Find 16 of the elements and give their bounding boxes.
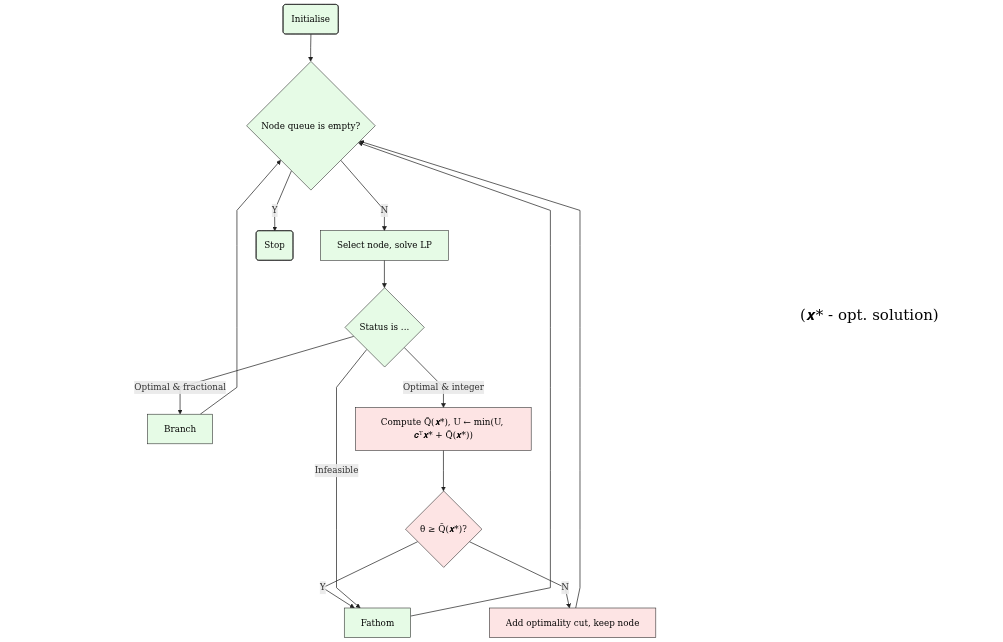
node-diamond: θ ≥ Q̃(𝒙*)? — [405, 490, 483, 568]
node-box: Add optimality cut, keep node — [489, 607, 657, 638]
node-diamond: Status is ... — [344, 287, 425, 368]
edge-label: Optimal & integer — [402, 381, 484, 393]
edge-label: Y — [271, 204, 278, 216]
edge-label: Infeasible — [314, 465, 359, 476]
edge-label: Optimal & fractional — [134, 381, 226, 393]
node-box: Fathom — [344, 607, 411, 638]
node-diamond: Node queue is empty? — [246, 61, 376, 191]
note-text: (𝒙* - opt. solution) — [800, 306, 940, 324]
node-box: Select node, solve LP — [320, 230, 449, 261]
edge-label: N — [380, 204, 389, 216]
edge-label: N — [561, 582, 570, 593]
node-box: Branch — [147, 413, 213, 445]
edge-label: Y — [319, 582, 326, 593]
node-box: Compute Q̃(𝒙*), U ← min(U, 𝒄ᵀ𝒙* + Q̃(𝒙*)) — [355, 407, 532, 451]
